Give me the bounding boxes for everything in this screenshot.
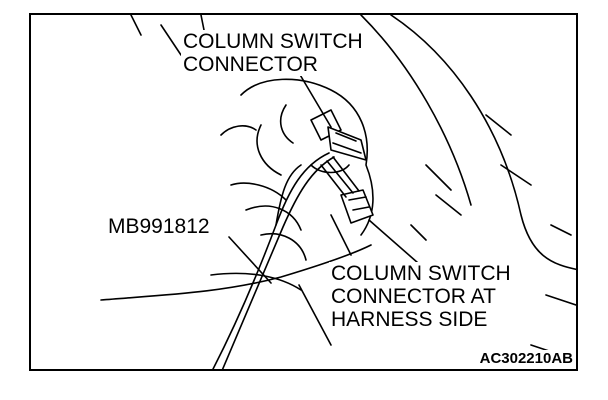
connector-illustration	[100, 15, 576, 369]
column-switch-connector	[310, 109, 367, 161]
label-line: CONNECTOR AT	[331, 285, 496, 308]
label-line: COLUMN SWITCH	[331, 262, 511, 285]
leader-column-switch-connector	[298, 72, 332, 128]
label-line: HARNESS SIDE	[331, 308, 488, 331]
diagram-frame: COLUMN SWITCH CONNECTOR MB991812 COLUMN …	[29, 13, 578, 371]
label-column-switch-connector: COLUMN SWITCH CONNECTOR	[181, 30, 365, 76]
label-tool: MB991812	[106, 215, 212, 238]
label-line: CONNECTOR	[183, 53, 318, 76]
leader-harness-side	[368, 219, 427, 271]
tool-harness-wires	[212, 152, 335, 369]
harness-side-connector	[320, 156, 374, 224]
column-body-outline	[390, 15, 576, 271]
column-body-inner	[360, 15, 472, 206]
leader-tool	[228, 236, 272, 284]
leader-harness-side-2	[298, 284, 332, 346]
label-line: MB991812	[108, 215, 210, 238]
label-harness-side-connector: COLUMN SWITCH CONNECTOR AT HARNESS SIDE	[329, 262, 513, 331]
figure-code: AC302210AB	[478, 350, 574, 367]
panel-outline	[240, 78, 374, 236]
label-line: COLUMN SWITCH	[183, 30, 363, 53]
